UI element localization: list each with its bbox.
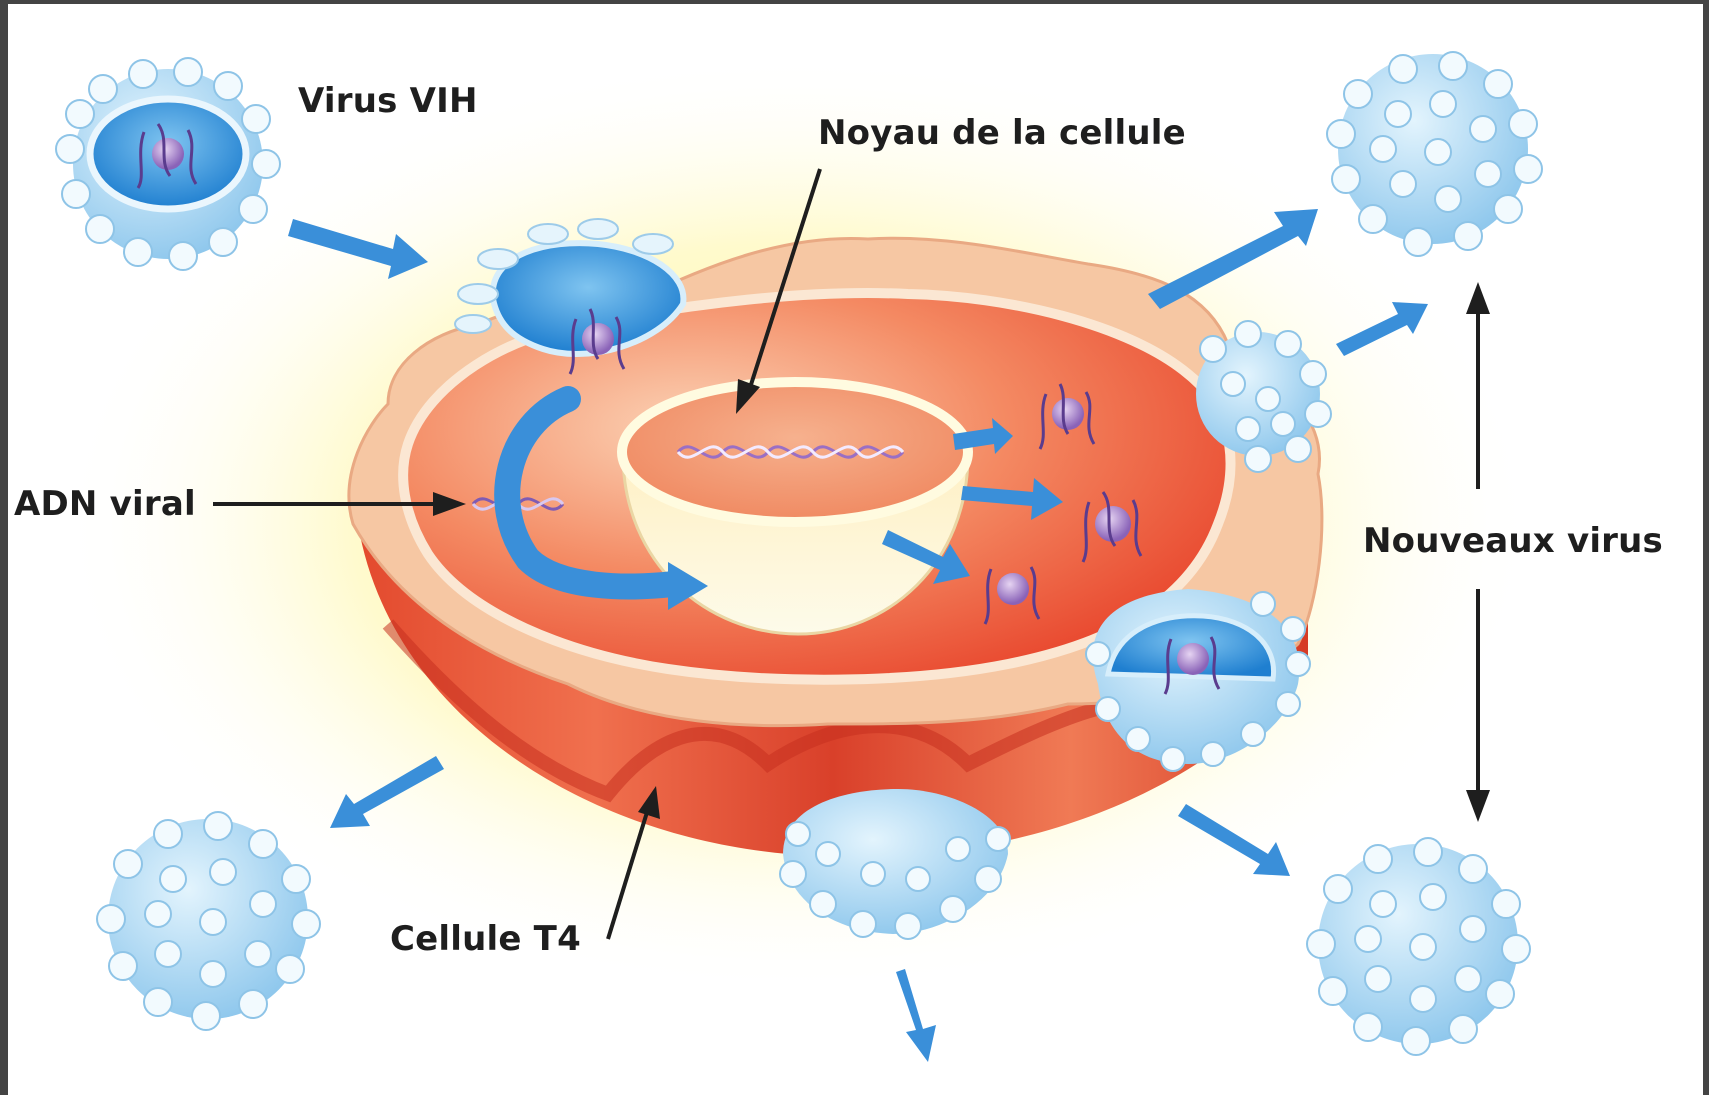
t4-cell-label: Cellule T4 <box>390 922 581 956</box>
viral-dna-label: ADN viral <box>14 487 196 521</box>
virus-label: Virus VIH <box>298 84 478 118</box>
nucleus-interior <box>622 382 968 522</box>
nucleus-label: Noyau de la cellule <box>818 116 1186 150</box>
new-virus-bottom-right <box>1307 838 1530 1055</box>
illustration-panel: Virus VIH Noyau de la cellule ADN viral … <box>8 4 1703 1095</box>
new-viruses-label: Nouveaux virus <box>1363 524 1663 558</box>
